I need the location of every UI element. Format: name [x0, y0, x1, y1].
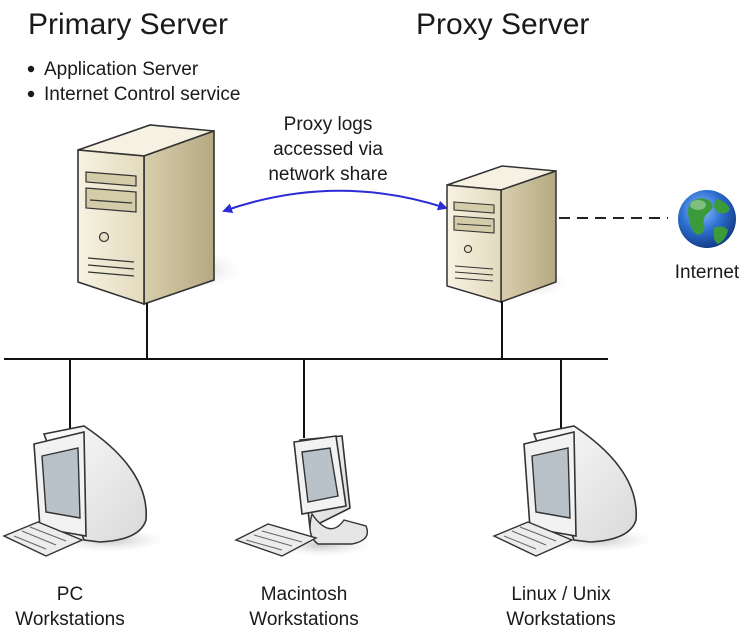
primary-server-title: Primary Server: [28, 8, 228, 41]
connection-label-line: accessed via: [273, 139, 383, 160]
network-bus: [4, 301, 608, 438]
proxy-server-title: Proxy Server: [416, 8, 589, 41]
bullet-icon: [27, 90, 35, 98]
mac-workstation-label: Macintosh: [261, 584, 348, 605]
keyboard-icon: [492, 521, 574, 557]
linux-workstation-icon: [492, 425, 653, 557]
keyboard-icon: [234, 523, 318, 557]
bullet-icon: [27, 65, 35, 73]
keyboard-icon: [2, 521, 84, 557]
connection-label-line: network share: [268, 164, 387, 185]
linux-workstation-label: Workstations: [506, 609, 615, 630]
connection-label: Proxy logs accessed via network share: [268, 114, 387, 185]
connection-label-line: Proxy logs: [284, 114, 373, 135]
mac-workstation-label: Workstations: [249, 609, 358, 630]
network-share-arrow: [222, 189, 448, 214]
service-item: Application Server: [44, 59, 199, 80]
pc-workstation-label: Workstations: [15, 609, 124, 630]
service-item: Internet Control service: [44, 84, 240, 105]
internet-label: Internet: [675, 262, 740, 283]
pc-workstation-icon: [2, 425, 165, 557]
pc-workstation-label: PC: [57, 584, 83, 605]
linux-workstation-label: Linux / Unix: [511, 584, 611, 605]
proxy-server-tower-icon: [446, 165, 568, 304]
mac-workstation-icon: [234, 435, 372, 557]
services-list: Application Server Internet Control serv…: [27, 59, 240, 105]
globe-icon: [678, 190, 736, 248]
primary-server-tower-icon: [77, 124, 242, 306]
